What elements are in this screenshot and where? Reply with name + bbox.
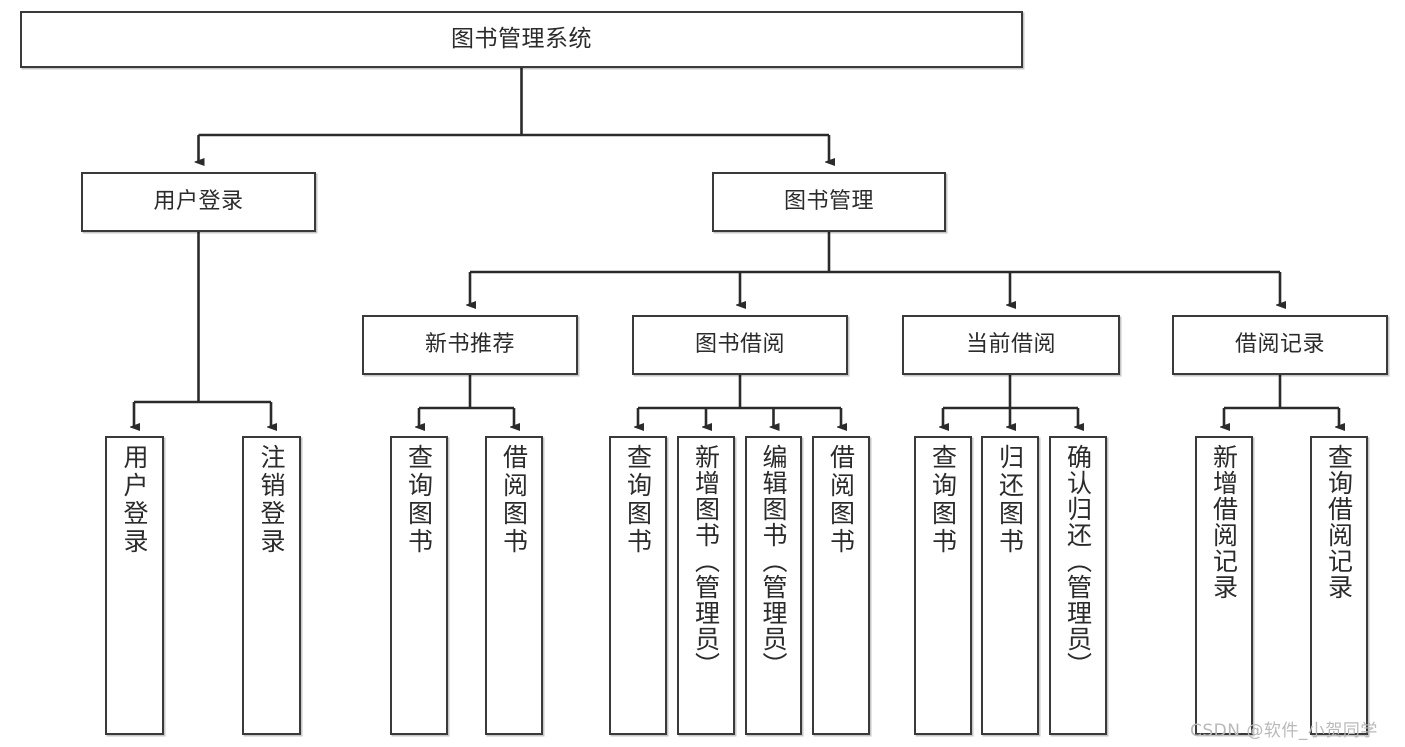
leaf-confirm-return-admin[interactable]: 确认归还（管理员） [1049, 436, 1107, 735]
leaf-query-books-current[interactable]: 查询图书 [914, 436, 972, 735]
node-label: 注销登录 [257, 444, 286, 556]
node-label: 用户登录 [120, 444, 149, 556]
node-root-system[interactable]: 图书管理系统 [20, 11, 1023, 68]
node-label: 图书管理系统 [451, 25, 592, 52]
node-label: 当前借阅 [965, 332, 1056, 358]
node-label: 查询图书 [404, 444, 434, 556]
node-label: 新书推荐 [424, 332, 515, 358]
node-label: 编辑图书（管理员） [759, 444, 788, 678]
node-user-login[interactable]: 用户登录 [81, 172, 316, 232]
node-current-borrow[interactable]: 当前借阅 [902, 315, 1120, 375]
node-book-borrow[interactable]: 图书借阅 [632, 315, 848, 375]
node-label: 新增借阅记录 [1209, 444, 1239, 600]
node-label: 查询借阅记录 [1324, 444, 1354, 600]
node-label: 借阅图书 [826, 444, 856, 556]
leaf-query-books-borrow[interactable]: 查询图书 [609, 436, 667, 735]
csdn-watermark: CSDN @软件_小贺同学 [1190, 721, 1378, 741]
leaf-add-book-admin[interactable]: 新增图书（管理员） [677, 436, 735, 735]
node-new-book-recommend[interactable]: 新书推荐 [362, 315, 578, 375]
node-label: 查询图书 [928, 444, 958, 556]
leaf-borrow-books-recommend[interactable]: 借阅图书 [485, 436, 543, 735]
leaf-logout[interactable]: 注销登录 [242, 436, 301, 735]
node-label: 新增图书（管理员） [691, 444, 721, 678]
node-label: 归还图书 [995, 444, 1025, 556]
node-book-management[interactable]: 图书管理 [712, 172, 946, 232]
node-label: 查询图书 [623, 444, 653, 556]
leaf-edit-book-admin[interactable]: 编辑图书（管理员） [745, 436, 802, 735]
leaf-user-login[interactable]: 用户登录 [105, 436, 164, 735]
node-label: 用户登录 [153, 189, 244, 215]
leaf-borrow-books[interactable]: 借阅图书 [812, 436, 870, 735]
node-label: 借阅记录 [1234, 332, 1325, 358]
node-label: 确认归还（管理员） [1063, 444, 1093, 678]
leaf-query-borrow-record[interactable]: 查询借阅记录 [1310, 436, 1368, 735]
node-label: 图书借阅 [694, 332, 785, 358]
leaf-query-books-recommend[interactable]: 查询图书 [390, 436, 448, 735]
node-label: 借阅图书 [499, 444, 529, 556]
node-borrow-records[interactable]: 借阅记录 [1172, 315, 1388, 375]
leaf-add-borrow-record[interactable]: 新增借阅记录 [1195, 436, 1253, 735]
leaf-return-books[interactable]: 归还图书 [981, 436, 1039, 735]
node-label: 图书管理 [783, 189, 874, 215]
